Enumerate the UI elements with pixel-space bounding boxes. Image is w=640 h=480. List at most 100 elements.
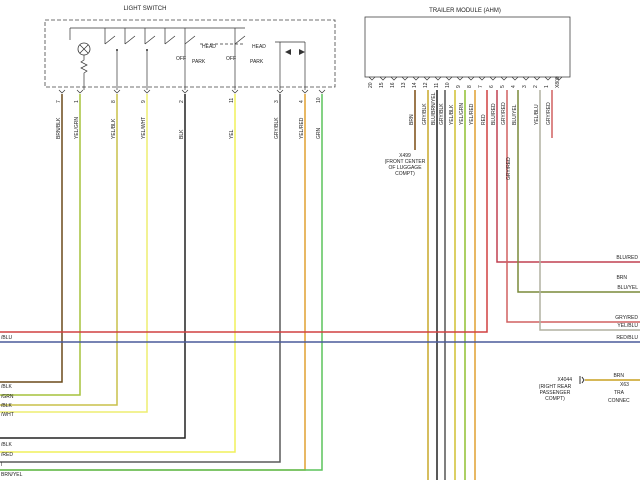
ls-wire-label: BLK xyxy=(179,129,185,139)
tm-pin-number: 14 xyxy=(412,82,418,88)
right-wire-label: BRN xyxy=(613,373,624,379)
tm-wire-label: BRN xyxy=(409,114,415,125)
head-label-2: HEAD xyxy=(252,44,266,50)
tm-pin-number: 16 xyxy=(390,82,396,88)
tm-pin-terminal-icon xyxy=(445,76,453,81)
ls-wire-label: YEL xyxy=(229,129,235,139)
ls-pin-terminal-icon xyxy=(276,89,284,94)
ls-pin-number: 3 xyxy=(274,100,280,103)
tm-wire-label: GRY/BLK xyxy=(439,103,445,125)
tm-pin-terminal-icon xyxy=(390,76,398,81)
tm-pin-terminal-icon xyxy=(500,76,508,81)
ls-wire xyxy=(0,94,148,413)
tm-wire-label: BLU/RED xyxy=(491,103,497,125)
ls-wire xyxy=(0,94,81,396)
ls-pin-terminal-icon xyxy=(301,89,309,94)
left-edge-wire-label: /BLK xyxy=(1,442,13,448)
left-edge-wire-label: I xyxy=(1,462,2,468)
tm-wire-label: GRY/RED xyxy=(501,102,507,125)
ls-wire xyxy=(0,94,186,439)
tm-pin-number: 11 xyxy=(434,83,440,88)
ls-wire-label: YEL/BLK xyxy=(111,118,117,139)
x4044-plug-icon xyxy=(579,376,585,384)
x499-desc-2: OF LUGGAGE xyxy=(388,165,422,171)
tm-pin-number: 8 xyxy=(467,85,473,88)
indicator-lamp-icon xyxy=(77,42,91,90)
ls-wire-label: GRN xyxy=(316,128,322,140)
ls-wire xyxy=(0,94,118,406)
ls-wire-label: YEL/WHT xyxy=(141,117,147,139)
tm-wire xyxy=(539,90,640,331)
light-switch-title: LIGHT SWITCH xyxy=(124,6,167,12)
tm-wire-label: RED xyxy=(481,114,487,125)
park-label-2: PARK xyxy=(250,59,264,65)
ls-wire-label: BRN/BLK xyxy=(56,117,62,139)
x499-desc-1: (FRONT CENTER xyxy=(385,159,426,165)
park-label-1: PARK xyxy=(192,59,206,65)
ls-wire xyxy=(0,94,63,383)
ls-pin-number: 7 xyxy=(56,100,62,103)
tm-pin-number: 6 xyxy=(489,85,495,88)
ls-wire xyxy=(0,94,236,453)
tm-pin-number: 12 xyxy=(423,82,429,88)
right-wire-label: BRN xyxy=(616,275,627,281)
tm-wire-label: YEL/RED xyxy=(469,103,475,125)
tm-pin-number: 2 xyxy=(533,85,539,88)
left-edge-wire-label: /GRN xyxy=(1,394,14,400)
ls-wire-label: GRY/BLK xyxy=(274,117,280,139)
ls-pin-number: 8 xyxy=(111,100,117,103)
left-edge-wire-label: /BLU xyxy=(1,335,13,341)
x499-connector: X499 (FRONT CENTER OF LUGGAGE COMPT) xyxy=(385,153,426,177)
right-wire-label: RED/BLU xyxy=(616,335,638,341)
ls-pin-number: 2 xyxy=(179,100,185,103)
ls-pin-number: 10 xyxy=(316,97,322,103)
tm-pin-number: 15 xyxy=(379,82,385,88)
right-edge-mid: TRA xyxy=(614,390,625,396)
left-edge-wire-label: /RED xyxy=(1,452,13,458)
ls-wire xyxy=(0,94,281,463)
ls-pin-number: 4 xyxy=(299,100,305,103)
left-edge-wire-label: /WHT xyxy=(1,412,14,418)
head-label-1: HEAD xyxy=(202,44,216,50)
ls-pin-terminal-icon xyxy=(181,89,189,94)
tm-pin-number: 4 xyxy=(511,85,517,88)
ls-wire-label: YEL/GRN xyxy=(74,117,80,139)
x4044-desc-3: COMPT) xyxy=(545,396,565,402)
off-label-2: OFF xyxy=(226,56,236,62)
x499-desc-3: COMPT) xyxy=(395,171,415,177)
tm-pin-terminal-icon xyxy=(456,76,464,81)
tm-pin-terminal-icon xyxy=(434,76,442,81)
gry-red-branch-label: GRY/RED xyxy=(506,157,512,180)
ls-pin-terminal-icon xyxy=(113,89,121,94)
right-wire-label: YEL/BLU xyxy=(617,323,638,329)
trailer-module-title: TRAILER MODULE (AHM) xyxy=(429,8,501,14)
tm-pin-terminal-icon xyxy=(478,76,486,81)
right-harness-labels: BLU/REDBRNBLU/YELGRY/REDYEL/BLURED/BLUBR… xyxy=(613,255,638,379)
tm-wire-label: YEL/BLK xyxy=(449,104,455,125)
trailer-module-box xyxy=(364,16,571,78)
tm-pin-terminal-icon xyxy=(412,76,420,81)
tm-wire xyxy=(517,90,640,293)
tm-pin-number: 13 xyxy=(401,82,407,88)
right-edge-bottom: CONNEC xyxy=(608,398,630,404)
tm-wire-label: BLU/YEL xyxy=(512,104,518,125)
tm-pin-terminal-icon xyxy=(522,76,530,81)
tm-wire-label: GRY/BLK xyxy=(422,103,428,125)
tm-wire xyxy=(496,90,640,263)
ls-pin-number: 11 xyxy=(229,98,235,103)
right-wire-label: BLU/YEL xyxy=(617,285,638,291)
ls-pin-terminal-icon xyxy=(58,89,66,94)
tm-wire-label: BLU/BRN/YEL xyxy=(431,92,437,125)
tm-pin-number: 1 xyxy=(544,85,550,88)
tm-pin-terminal-icon xyxy=(544,76,552,81)
off-label-1: OFF xyxy=(176,56,186,62)
ls-wire xyxy=(0,94,323,471)
x499-label: X499 xyxy=(399,153,411,159)
right-wire-label: BLU/RED xyxy=(616,255,638,261)
ls-pin-terminal-icon xyxy=(76,89,84,94)
